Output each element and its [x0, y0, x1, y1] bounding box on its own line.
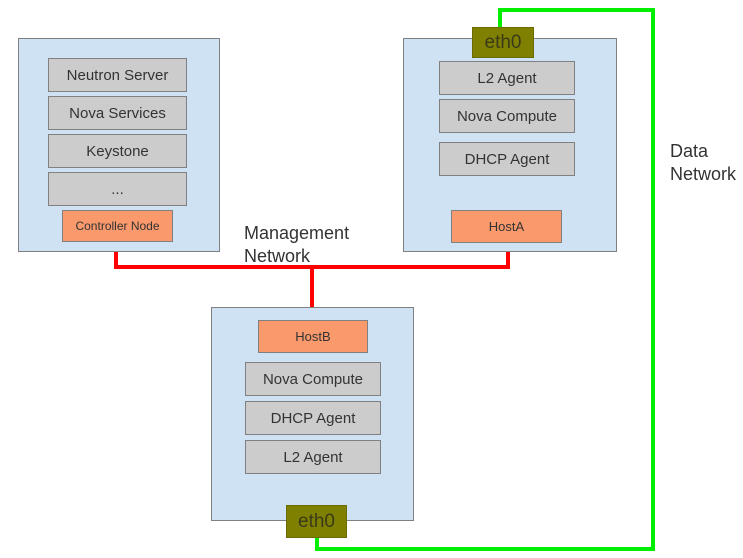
- service-l2-agent-host-a[interactable]: L2 Agent: [439, 61, 575, 95]
- label-management-network: Management Network: [244, 223, 350, 266]
- management-link-host-a: [506, 251, 510, 267]
- service-dhcp-agent-host-a[interactable]: DHCP Agent: [439, 142, 575, 176]
- label-data-network: Data Network: [670, 141, 737, 184]
- service-nova-compute-host-a[interactable]: Nova Compute: [439, 99, 575, 133]
- service-neutron-server[interactable]: Neutron Server: [48, 58, 187, 92]
- data-network-right-run: [651, 8, 655, 551]
- service-ellipsis[interactable]: ...: [48, 172, 187, 206]
- data-network-top-run: [498, 8, 655, 12]
- interface-eth0-host-a[interactable]: eth0: [472, 27, 534, 58]
- management-link-host-b: [310, 265, 314, 309]
- management-link-controller: [114, 251, 118, 267]
- host-controller-node[interactable]: Controller Node: [62, 210, 173, 242]
- host-host-a[interactable]: HostA: [451, 210, 562, 243]
- service-keystone[interactable]: Keystone: [48, 134, 187, 168]
- data-network-bottom-run: [315, 547, 655, 551]
- service-nova-compute-host-b[interactable]: Nova Compute: [245, 362, 381, 396]
- service-dhcp-agent-host-b[interactable]: DHCP Agent: [245, 401, 381, 435]
- service-l2-agent-host-b[interactable]: L2 Agent: [245, 440, 381, 474]
- data-link-host-a-riser: [498, 8, 502, 38]
- interface-eth0-host-b[interactable]: eth0: [286, 505, 347, 538]
- host-host-b[interactable]: HostB: [258, 320, 368, 353]
- service-nova-services[interactable]: Nova Services: [48, 96, 187, 130]
